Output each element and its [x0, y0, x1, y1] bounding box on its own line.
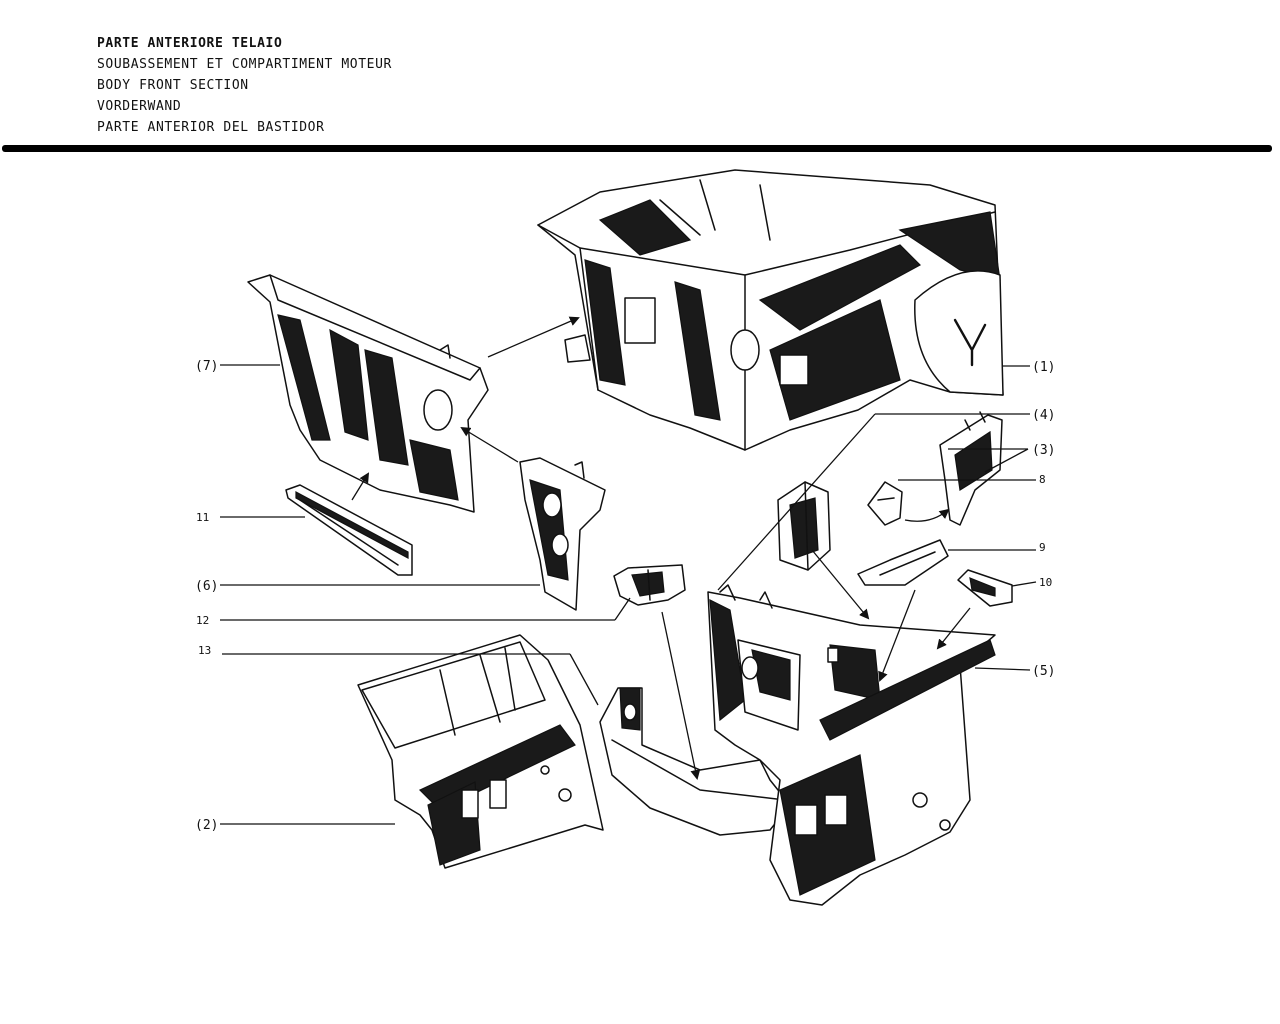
leader-3a — [984, 448, 1029, 473]
callout-10: 10 — [1039, 576, 1052, 589]
title-spanish: PARTE ANTERIOR DEL BASTIDOR — [97, 120, 325, 135]
title-french: SOUBASSEMENT ET COMPARTIMENT MOTEUR — [97, 57, 392, 72]
part-10-clip — [957, 569, 1013, 607]
arrow-10-to-5 — [936, 607, 971, 650]
callout-7: (7) — [195, 359, 218, 374]
header-title-block: PARTE ANTERIORE TELAIO SOUBASSEMENT ET C… — [97, 33, 392, 138]
arrow-12-to-13 — [661, 611, 701, 780]
arrow-11-to-7 — [351, 472, 370, 501]
part-5-right-front-assembly — [707, 584, 996, 906]
part-9-plate — [857, 539, 949, 586]
part-1-front-assembly — [537, 169, 1004, 451]
leader-lines — [220, 364, 1037, 825]
leader-12-d — [614, 597, 631, 621]
arrow-6-to-7 — [460, 426, 519, 463]
callout-2: (2) — [195, 818, 218, 833]
callout-8: 8 — [1039, 473, 1046, 486]
callout-6: (6) — [195, 579, 218, 594]
part-12-bracket — [613, 564, 686, 606]
part-11-cross-member — [285, 484, 413, 576]
leader-5 — [974, 667, 1031, 671]
callout-3: (3) — [1032, 443, 1055, 458]
callout-11: 11 — [196, 511, 209, 524]
part-8-bracket — [867, 481, 950, 526]
leader-13-d — [569, 653, 599, 706]
header-divider — [2, 145, 1272, 152]
callout-4: (4) — [1032, 408, 1055, 423]
part-6-side-gusset — [519, 457, 606, 611]
part-2-lower-left-assembly — [357, 634, 604, 869]
callout-5: (5) — [1032, 664, 1055, 679]
callout-13: 13 — [198, 644, 211, 657]
title-italian: PARTE ANTERIORE TELAIO — [97, 36, 283, 51]
arrow-4-to-5 — [811, 549, 870, 620]
part-7-bulkhead-panel — [247, 274, 489, 513]
title-english: BODY FRONT SECTION — [97, 78, 249, 93]
callout-12: 12 — [196, 614, 209, 627]
callout-labels: (7) 11 (6) 12 13 (2) (1) (4) (3) 8 9 10 … — [195, 359, 1055, 833]
callout-9: 9 — [1039, 541, 1046, 554]
arrow-9-to-5 — [878, 589, 916, 682]
leader-4-d — [717, 413, 876, 591]
callout-1: (1) — [1032, 360, 1055, 375]
title-german: VORDERWAND — [97, 99, 182, 114]
part-4-wheelarch-panel — [777, 481, 831, 571]
part-13-floor-member — [599, 687, 791, 836]
assembly-arrows — [351, 316, 971, 780]
arrow-7-to-1 — [487, 316, 580, 358]
leader-10 — [1011, 581, 1037, 587]
